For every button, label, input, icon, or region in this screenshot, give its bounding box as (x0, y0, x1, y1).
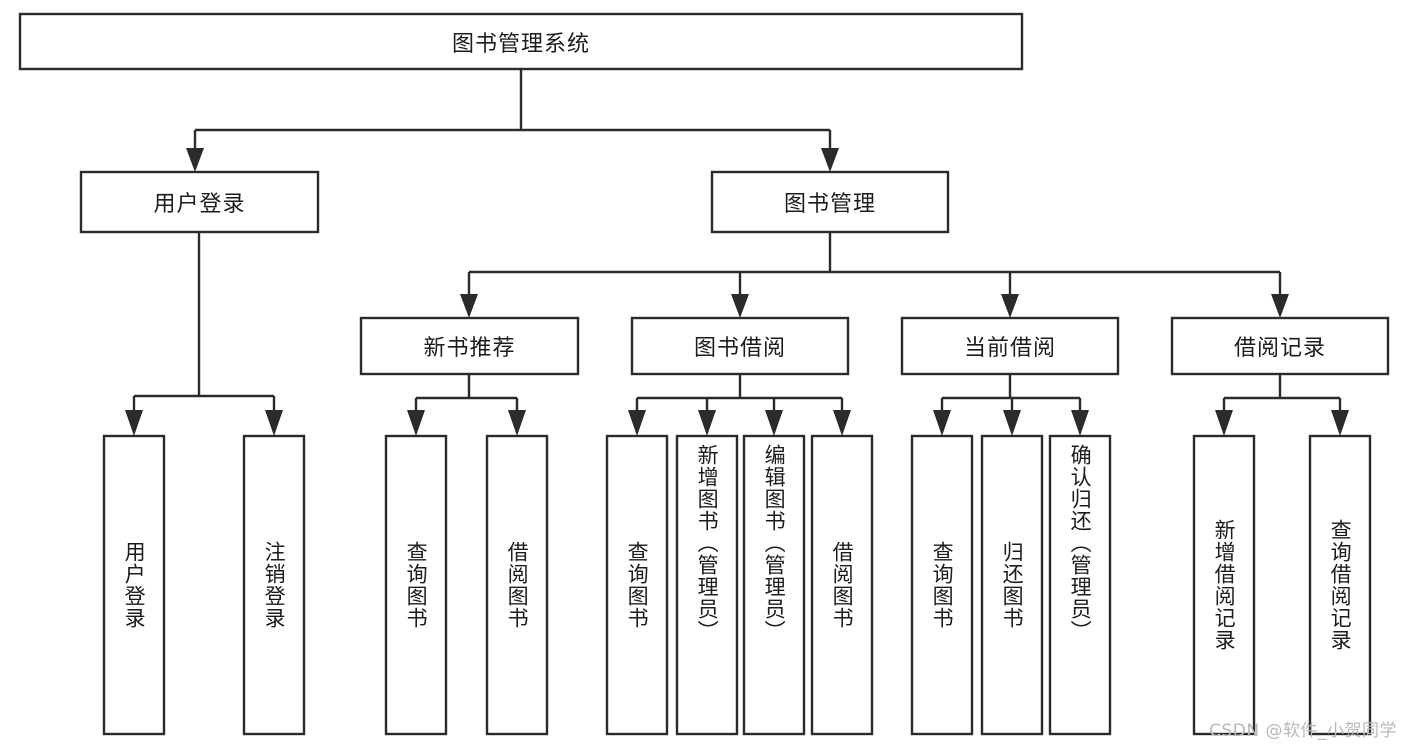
node-box-current-borrow[interactable] (900, 316, 1120, 376)
node-box-book-borrow[interactable] (630, 316, 850, 376)
leaf-box-user-login[interactable] (102, 434, 166, 736)
arrow-head-icon (265, 410, 283, 436)
leaf-box-query-book-current[interactable] (910, 434, 974, 736)
arrow-head-icon (125, 410, 143, 436)
leaf-box-user-logout[interactable] (242, 434, 306, 736)
leaf-box-borrow-book-newbook[interactable] (485, 434, 549, 736)
csdn-watermark: CSDN @软件_小贺同学 (1209, 721, 1397, 741)
arrow-head-icon (821, 148, 839, 172)
node-box-root[interactable] (18, 12, 1024, 71)
arrow-head-icon (186, 148, 204, 172)
connector-group-book-mgmt (460, 232, 1289, 318)
node-box-book-management[interactable] (710, 170, 950, 234)
arrow-head-icon (1215, 410, 1233, 436)
leaf-box-query-book-borrow[interactable] (605, 434, 669, 736)
arrow-head-icon (833, 410, 851, 436)
arrow-head-icon (407, 410, 425, 436)
leaf-box-query-borrow-record[interactable] (1308, 434, 1372, 736)
arrow-head-icon (628, 410, 646, 436)
connector-group-root (186, 69, 839, 172)
leaf-box-return-book[interactable] (980, 434, 1044, 736)
arrow-head-icon (1071, 410, 1089, 436)
node-box-user-login[interactable] (79, 170, 320, 234)
leaf-box-confirm-return-admin[interactable] (1048, 434, 1112, 736)
arrow-head-icon (731, 294, 749, 318)
leaf-box-add-book-admin[interactable] (675, 434, 739, 736)
node-box-new-book-recommend[interactable] (359, 316, 580, 376)
leaf-box-add-borrow-record[interactable] (1192, 434, 1256, 736)
arrow-head-icon (1331, 410, 1349, 436)
arrow-head-icon (508, 410, 526, 436)
arrow-head-icon (1271, 294, 1289, 318)
arrow-head-icon (1001, 294, 1019, 318)
leaf-box-query-book-newbook[interactable] (384, 434, 448, 736)
connector-group-new-book (407, 374, 526, 436)
arrow-head-icon (1003, 410, 1021, 436)
leaf-box-borrow-book[interactable] (810, 434, 874, 736)
connector-group-book-borrow (628, 374, 851, 436)
connector-group-current-borrow (933, 374, 1089, 436)
arrow-head-icon (933, 410, 951, 436)
node-box-borrow-record[interactable] (1170, 316, 1390, 376)
leaf-box-edit-book-admin[interactable] (742, 434, 806, 736)
arrow-head-icon (698, 410, 716, 436)
arrow-head-icon (460, 294, 478, 318)
arrow-head-icon (765, 410, 783, 436)
connector-group-borrow-record (1215, 374, 1349, 436)
connector-group-user-login (125, 232, 283, 436)
